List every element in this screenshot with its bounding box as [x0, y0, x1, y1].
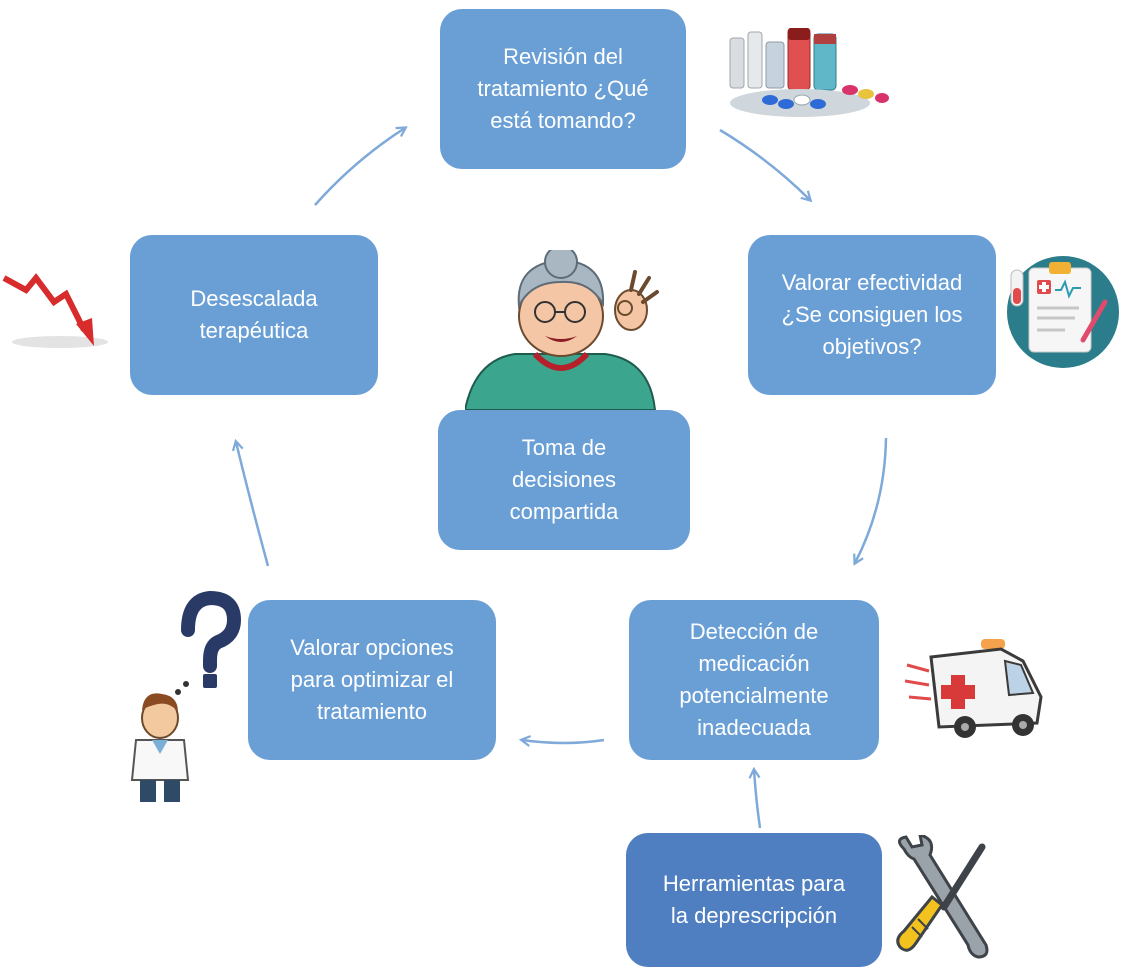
arrow-options-to-deescalation	[236, 442, 270, 567]
box-assess-options-line1: Valorar opciones	[290, 635, 454, 660]
arrow-deescalation-to-review	[314, 128, 405, 206]
box-treatment-review-line3: está tomando?	[490, 108, 636, 133]
doctor-question-icon	[130, 590, 242, 802]
box-inappropriate-medication-detection: Detección de medicación potencialmente i…	[629, 600, 879, 760]
box-detection-line2: medicación	[698, 651, 810, 676]
box-assess-effectiveness-line2: ¿Se consiguen los	[781, 302, 963, 327]
ambulance-icon	[905, 639, 1043, 738]
box-assess-effectiveness-line1: Valorar efectividad	[781, 270, 963, 295]
box-assess-effectiveness-line3: objetivos?	[822, 334, 922, 359]
box-detection-line1: Detección de	[689, 619, 819, 644]
box-detection-line3: potencialmente	[679, 683, 829, 708]
arrow-review-to-effectiveness	[719, 128, 810, 200]
box-assess-options-line2: para optimizar el	[290, 667, 454, 692]
box-assess-effectiveness: Valorar efectividad ¿Se consiguen los ob…	[748, 235, 996, 395]
box-shared-line1: Toma de	[521, 435, 607, 460]
box-deescalation-line2: terapéutica	[199, 318, 309, 343]
box-deprescription-tools: Herramientas para la deprescripción	[626, 833, 882, 967]
down-trend-arrow-icon	[2, 273, 108, 348]
clipboard-icon	[1007, 256, 1119, 368]
box-treatment-review-line1: Revisión del	[503, 44, 623, 69]
arrow-detection-to-options	[522, 740, 605, 743]
arrow-effectiveness-to-detection	[855, 437, 888, 563]
wrench-screwdriver-icon	[896, 835, 989, 959]
box-shared-line3: compartida	[509, 499, 619, 524]
arrow-tools-to-detection	[754, 770, 762, 829]
box-assess-options: Valorar opciones para optimizar el trata…	[248, 600, 496, 760]
box-tools-line1: Herramientas para	[662, 871, 846, 896]
box-treatment-review-line2: tratamiento ¿Qué	[477, 76, 649, 101]
box-detection-line4: inadecuada	[697, 715, 811, 740]
grandmother-ok-icon	[465, 250, 659, 410]
box-deescalation-line1: Desescalada	[190, 286, 318, 311]
box-shared-line2: decisiones	[512, 467, 616, 492]
box-assess-options-line3: tratamiento	[316, 699, 428, 724]
box-shared-decision-making: Toma de decisiones compartida	[438, 410, 690, 550]
box-tools-line2: la deprescripción	[670, 903, 838, 928]
medicine-pills-icon	[729, 28, 889, 117]
box-treatment-review: Revisión del tratamiento ¿Qué está toman…	[440, 9, 686, 169]
box-therapeutic-deescalation: Desescalada terapéutica	[130, 235, 378, 395]
